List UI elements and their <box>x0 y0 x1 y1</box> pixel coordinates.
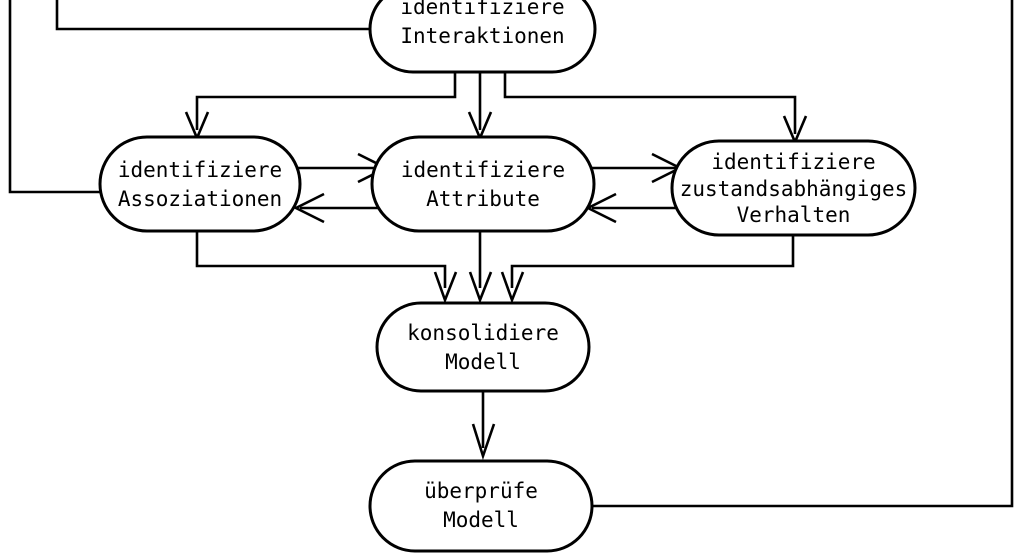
node-assoziationen[interactable]: identifiziere Assoziationen <box>98 135 302 233</box>
node-ueberpruefe[interactable]: überprüfe Modell <box>368 459 594 553</box>
node-ueberpruefe-label: überprüfe <box>424 479 538 503</box>
arrowhead-verhalten-to-konsolidiere <box>500 271 525 304</box>
node-verhalten-shape <box>670 139 917 237</box>
node-interaktionen[interactable]: identifiziere Interaktionen <box>368 0 597 74</box>
node-interaktionen-shape <box>368 0 597 74</box>
node-assoziationen-label-2: Assoziationen <box>118 187 282 211</box>
node-ueberpruefe-shape <box>368 459 594 553</box>
edges-layer <box>8 0 1014 508</box>
node-assoziationen-shape <box>98 135 302 233</box>
node-interaktionen-label-2: Interaktionen <box>400 24 564 48</box>
edge-offpage-left-to-assoziationen <box>8 0 112 194</box>
node-assoziationen-label: identifiziere <box>118 158 282 182</box>
edge-verhalten-to-konsolidiere <box>510 233 795 288</box>
node-verhalten-label-2: zustandsabhängiges <box>680 177 908 201</box>
node-verhalten[interactable]: identifiziere zustandsabhängiges Verhalt… <box>670 139 917 237</box>
arrowhead-attribute-to-assoziationen <box>293 192 325 224</box>
node-attribute[interactable]: identifiziere Attribute <box>370 135 596 233</box>
edge-assoziationen-to-konsolidiere <box>195 228 447 288</box>
node-attribute-label: identifiziere <box>401 158 565 182</box>
node-konsolidiere-label-2: Modell <box>445 350 521 374</box>
arrowhead-konsolidiere-to-ueberpruefe <box>471 423 496 461</box>
edge-ueberpruefe-feedback-right <box>588 0 1014 508</box>
node-attribute-label-2: Attribute <box>426 187 540 211</box>
edge-interaktionen-to-assoziationen <box>195 72 457 130</box>
node-konsolidiere-shape <box>375 301 591 393</box>
edge-interaktionen-feedback-left <box>55 0 372 31</box>
arrowhead-attribute-to-konsolidiere <box>468 271 493 304</box>
nodes-layer: identifiziere Interaktionen identifizier… <box>98 0 917 553</box>
node-ueberpruefe-label-2: Modell <box>443 508 519 532</box>
node-verhalten-label: identifiziere <box>711 150 875 174</box>
arrowhead-assoziationen-to-konsolidiere <box>433 271 458 304</box>
edge-interaktionen-to-verhalten <box>503 72 797 134</box>
node-interaktionen-label: identifiziere <box>400 0 564 19</box>
node-attribute-shape <box>370 135 596 233</box>
node-konsolidiere[interactable]: konsolidiere Modell <box>375 301 591 393</box>
node-konsolidiere-label: konsolidiere <box>407 321 559 345</box>
node-verhalten-label-3: Verhalten <box>737 203 851 227</box>
